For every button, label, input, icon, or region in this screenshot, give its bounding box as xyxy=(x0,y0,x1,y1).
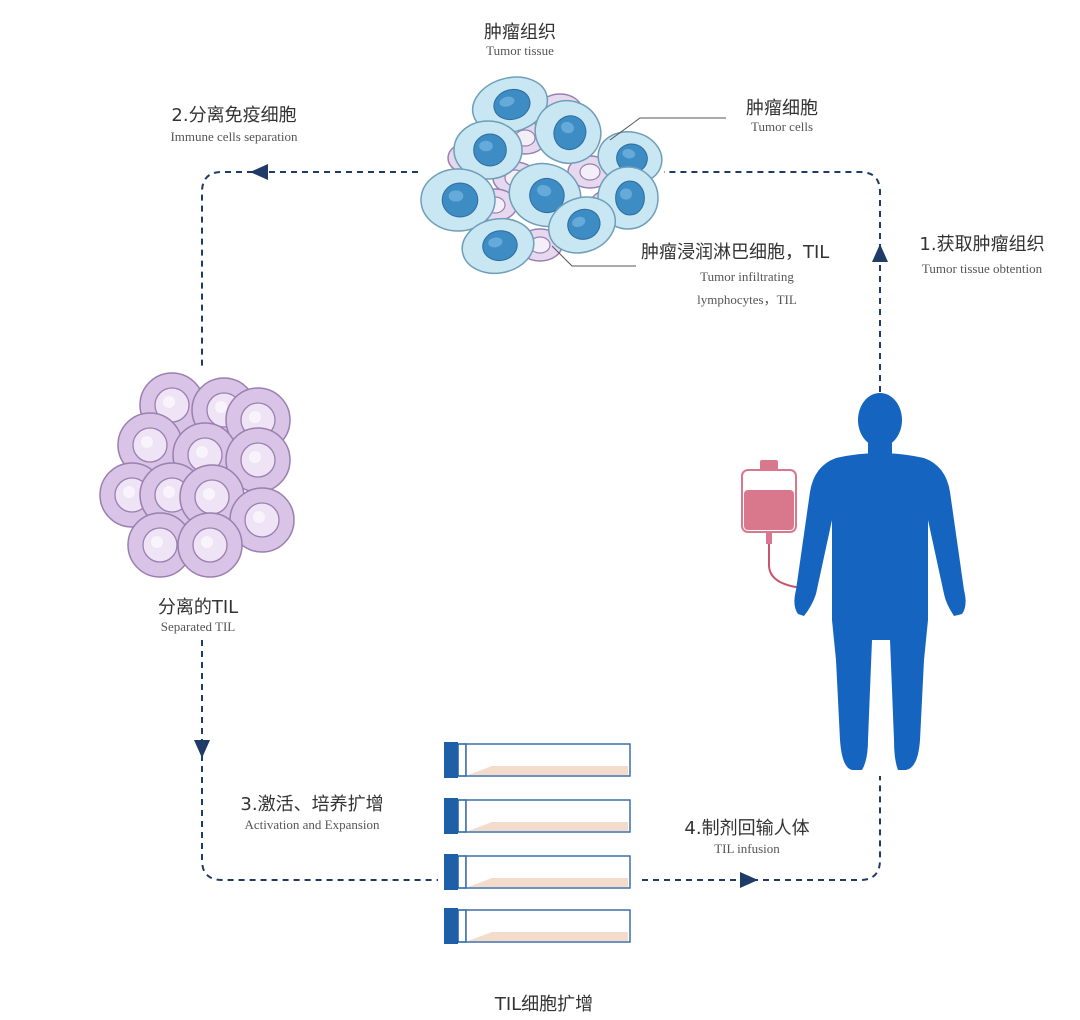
arrow-bottom-right xyxy=(642,776,881,881)
culture-flask-icon xyxy=(444,798,631,834)
til-expansion-label: TIL细胞扩增 xyxy=(494,994,594,1015)
separated-til-cell xyxy=(139,372,205,438)
arrow-top-right xyxy=(664,171,881,250)
tumor-cell xyxy=(534,100,602,164)
til-subtitle-line2: lymphocytes，TIL xyxy=(697,292,797,307)
cycle-arrows xyxy=(201,171,881,881)
arrow-icon xyxy=(872,244,888,262)
arrow-bottom-left xyxy=(201,755,438,881)
arrow-icon xyxy=(250,164,268,180)
separated-til-illustration xyxy=(99,372,295,578)
culture-flask-icon xyxy=(444,854,631,890)
leader-til xyxy=(551,245,636,267)
separated-til-subtitle: Separated TIL xyxy=(160,619,236,634)
step3-subtitle: Activation and Expansion xyxy=(244,817,380,832)
tumor-cells-title: 肿瘤细胞 xyxy=(746,98,818,119)
tumor-tissue-illustration xyxy=(420,76,663,275)
separated-til-cell xyxy=(229,487,295,553)
separated-til-cell xyxy=(177,512,243,578)
step1-title: 1.获取肿瘤组织 xyxy=(919,234,1045,255)
tumor-cell xyxy=(461,217,535,275)
step4-title: 4.制剂回输人体 xyxy=(684,818,810,839)
tumor-cell xyxy=(547,196,617,254)
arrow-heads xyxy=(194,164,888,888)
arrow-icon xyxy=(740,872,758,888)
tumor-cells-subtitle: Tumor cells xyxy=(751,119,813,134)
separated-til-cell xyxy=(179,464,245,530)
step4-subtitle: TIL infusion xyxy=(714,841,780,856)
leader-tumor-cells xyxy=(609,117,726,141)
step3-title: 3.激活、培养扩增 xyxy=(240,794,384,815)
human-body-icon xyxy=(794,393,966,770)
separated-til-title: 分离的TIL xyxy=(157,597,239,618)
iv-bag-icon xyxy=(741,460,803,589)
arrow-top-left xyxy=(201,171,418,368)
tumor-cell xyxy=(420,168,496,232)
culture-flasks xyxy=(444,742,631,944)
tumor-cell xyxy=(453,120,523,180)
tumor-cell xyxy=(471,76,549,134)
tumor-tissue-title: 肿瘤组织 xyxy=(484,22,556,43)
tumor-tissue-subtitle: Tumor tissue xyxy=(486,43,554,58)
leader-lines xyxy=(551,117,726,267)
step1-subtitle: Tumor tissue obtention xyxy=(921,261,1043,276)
til-subtitle-line1: Tumor infiltrating xyxy=(700,269,794,284)
til-title: 肿瘤浸润淋巴细胞，TIL xyxy=(641,242,830,263)
step2-subtitle: Immune cells separation xyxy=(170,129,298,144)
separated-til-cell xyxy=(225,427,291,493)
arrow-icon xyxy=(194,740,210,758)
culture-flask-icon xyxy=(444,742,631,778)
separated-til-cell xyxy=(117,412,183,478)
culture-flask-icon xyxy=(444,908,631,944)
step2-title: 2.分离免疫细胞 xyxy=(171,105,297,126)
